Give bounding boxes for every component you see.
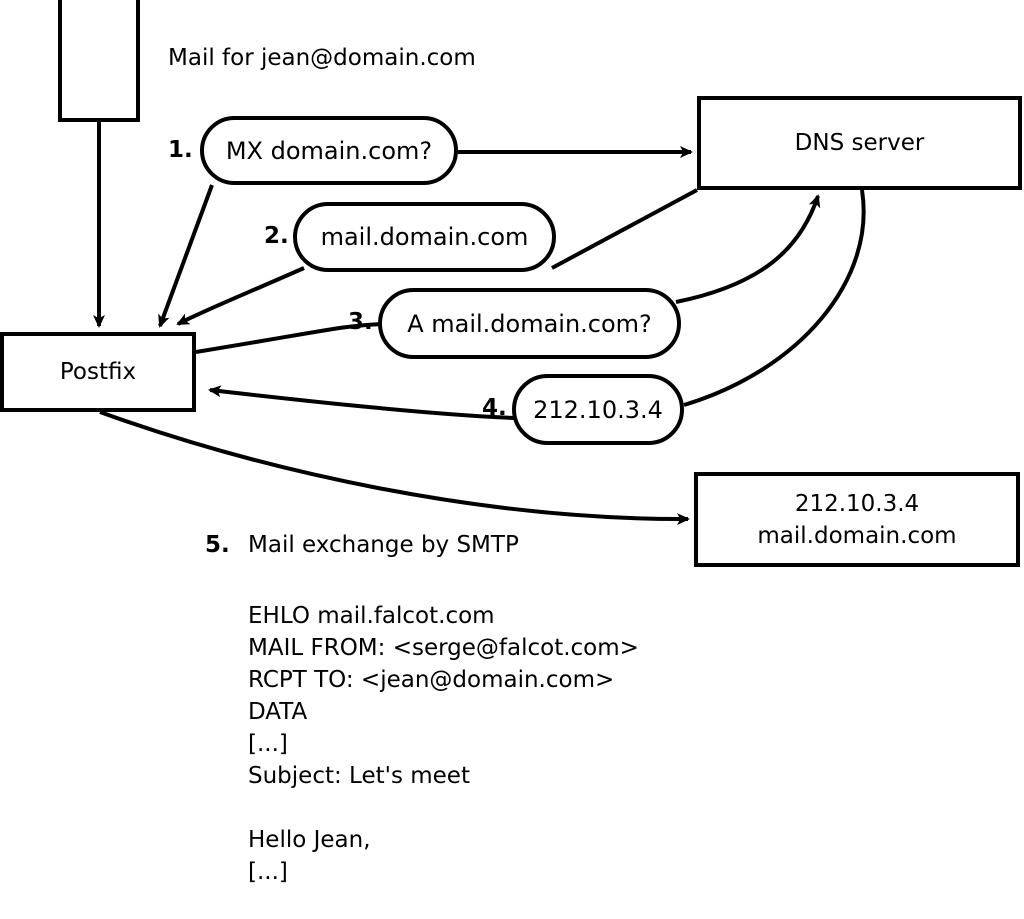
transcript-line xyxy=(248,888,639,919)
connector-dns-to-step4 xyxy=(683,189,866,407)
node-client-box[interactable] xyxy=(58,0,140,122)
step-label-1-text: MX domain.com? xyxy=(225,136,433,165)
connector-dns-to-step2 xyxy=(551,188,698,270)
postfix-label-text: Postfix xyxy=(59,359,137,385)
step-label-1: MX domain.com? xyxy=(202,118,456,183)
connector-postfix-to-step3 xyxy=(195,322,383,354)
node-postfix-label: Postfix xyxy=(2,334,194,410)
transcript-line: MAIL FROM: <serge@falcot.com> xyxy=(248,635,639,661)
transcript-line xyxy=(248,792,639,824)
step-bubble-3[interactable] xyxy=(378,288,681,359)
transcript-line: RCPT TO: <jean@domain.com> xyxy=(248,667,615,693)
transcript-line: Hello Jean, xyxy=(248,827,371,853)
node-postfix-box[interactable] xyxy=(0,332,196,412)
node-mailserver-box[interactable] xyxy=(694,472,1020,567)
connector-postfix-to-mailserver xyxy=(99,410,690,526)
connector-step2-to-postfix xyxy=(176,266,305,326)
transcript-line: [...] xyxy=(248,859,288,885)
step-bubble-4[interactable] xyxy=(512,374,684,445)
mailserver-ip-text: 212.10.3.4 xyxy=(794,490,920,517)
node-dns-box[interactable] xyxy=(697,96,1022,190)
transcript-line: DATA xyxy=(248,699,308,725)
node-dns-label: DNS server xyxy=(699,98,1020,188)
connector-postfix-to-step1 xyxy=(158,184,214,328)
connector-step4-to-postfix xyxy=(208,385,515,420)
step-5-caption: Mail exchange by SMTP xyxy=(248,532,519,558)
dns-label-text: DNS server xyxy=(794,130,925,156)
step-number-1: 1. xyxy=(168,137,193,163)
step-number-4: 4. xyxy=(482,395,507,421)
connector-step3-to-dns xyxy=(675,194,821,304)
transcript-line: EHLO mail.falcot.com xyxy=(248,603,495,629)
step-number-2: 2. xyxy=(264,223,289,249)
step-bubble-2[interactable] xyxy=(293,202,556,272)
step-label-3: A mail.domain.com? xyxy=(380,290,679,357)
transcript-line: [...] xyxy=(248,731,288,757)
step-number-5: 5. xyxy=(205,532,230,558)
step-label-2: mail.domain.com xyxy=(295,204,554,270)
step-label-4-text: 212.10.3.4 xyxy=(533,395,663,424)
mailserver-host-text: mail.domain.com xyxy=(757,522,957,549)
step-bubble-1[interactable] xyxy=(200,116,458,185)
diagram-heading: Mail for jean@domain.com xyxy=(168,45,476,71)
step-label-4: 212.10.3.4 xyxy=(514,376,682,443)
step-number-3: 3. xyxy=(348,309,373,335)
step-label-3-text: A mail.domain.com? xyxy=(407,309,652,338)
step-label-2-text: mail.domain.com xyxy=(320,223,529,251)
transcript-line: Subject: Let's meet xyxy=(248,763,470,789)
node-mailserver-label: 212.10.3.4 mail.domain.com xyxy=(696,474,1018,565)
